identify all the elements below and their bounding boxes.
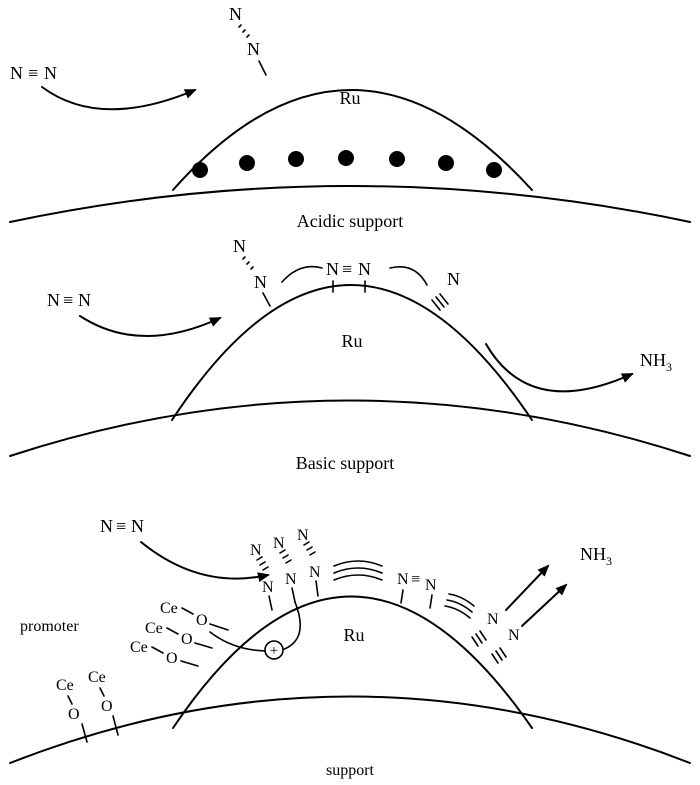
dopant-dot: [389, 151, 405, 167]
ce-atom: Ce: [145, 620, 163, 637]
triple-bond: ≡: [28, 63, 38, 83]
ru-n-bond: [291, 587, 296, 603]
ce-atom: Ce: [160, 600, 178, 617]
n-atom: N: [487, 611, 499, 628]
ceo-promoter-on-support: Ce Ce O O: [56, 669, 119, 743]
n-atom: N: [131, 516, 144, 536]
ru-n-bond: [429, 594, 433, 609]
triple-bond: [471, 630, 507, 664]
product-label: NH3: [640, 350, 672, 374]
support-label: support: [326, 762, 375, 779]
n-atom: N: [508, 627, 520, 644]
n-atom: N: [10, 63, 23, 83]
oxygen-atom: O: [181, 631, 193, 648]
triple-bond: [238, 24, 250, 38]
product-label: NH3: [580, 544, 612, 568]
oxygen-atom: O: [196, 612, 208, 629]
weakening-arcs: [333, 560, 383, 581]
n-atom: N: [425, 577, 437, 594]
dopant-dots: [192, 150, 502, 178]
n-atom: N: [309, 564, 321, 581]
panel-acidic: Ru Acidic support N ≡ N N N: [9, 4, 691, 231]
n-atom: N: [447, 269, 460, 289]
n-atom: N: [297, 527, 309, 544]
dopant-dot: [486, 162, 502, 178]
adsorption-arrow: [140, 541, 270, 583]
n-atom: N: [229, 4, 242, 24]
support-label: Acidic support: [297, 211, 403, 231]
n-atom: N: [78, 290, 91, 310]
n-atom: N: [254, 272, 267, 292]
dopant-dot: [338, 150, 354, 166]
n-atom: N: [358, 259, 371, 279]
n-atom: N: [397, 571, 409, 588]
n-atom: N: [262, 579, 274, 596]
positive-charge: [264, 640, 284, 660]
support-surface: [9, 399, 691, 457]
dopant-dot: [288, 151, 304, 167]
desorption-arrow: [505, 564, 550, 611]
charge-sign: +: [270, 643, 278, 659]
oxygen-atom: O: [101, 698, 113, 715]
n-atom: N: [233, 236, 246, 256]
support-surface: [9, 695, 691, 764]
adsorption-arrow: [79, 315, 222, 337]
transition-arc: [389, 266, 428, 286]
ru-n-bond: [262, 292, 271, 307]
panel-promoted: Ru support promoter N ≡ N N N N N N N: [9, 516, 691, 779]
n-atom: N: [44, 63, 57, 83]
n-atom: N: [250, 542, 262, 559]
panel-basic: Ru Basic support N ≡ N N N N ≡ N N: [9, 236, 691, 473]
triple-bond: [256, 541, 316, 571]
oxygen-atom: O: [68, 706, 80, 723]
metal-label: Ru: [339, 88, 360, 108]
electron-donation-path: [209, 601, 302, 652]
n-atom: N: [285, 571, 297, 588]
triple-bond: ≡: [411, 571, 420, 588]
oxygen-atom: O: [166, 650, 178, 667]
metal-label: Ru: [343, 625, 364, 645]
support-surface: [9, 185, 691, 223]
triple-bond: [242, 256, 254, 270]
metal-label: Ru: [341, 331, 362, 351]
ce-atom: Ce: [130, 639, 148, 656]
triple-bond: [431, 293, 449, 311]
dopant-dot: [239, 155, 255, 171]
ru-particle: [172, 595, 533, 729]
n-atom: N: [273, 535, 285, 552]
promoter-label: promoter: [20, 618, 79, 635]
ce-atom: Ce: [56, 677, 74, 694]
ru-n-bond: [268, 595, 273, 611]
dopant-dot: [438, 155, 454, 171]
weakening-arcs: [444, 593, 475, 619]
desorption-arrow: [521, 583, 568, 627]
n-atom: N: [47, 290, 60, 310]
ru-n-bond: [258, 60, 267, 76]
triple-bond: ≡: [63, 290, 73, 310]
dopant-dot: [192, 162, 208, 178]
triple-bond: ≡: [342, 259, 352, 279]
transition-arc: [281, 265, 323, 283]
triple-bond: ≡: [116, 516, 126, 536]
ru-particle: [171, 284, 533, 421]
ce-atom: Ce: [88, 669, 106, 686]
support-label: Basic support: [296, 453, 395, 473]
ru-n-bond: [315, 580, 319, 597]
n-atom: N: [247, 39, 260, 59]
desorption-arrow: [485, 343, 634, 393]
ru-particle: [172, 89, 533, 191]
ru-n-bond: [400, 589, 404, 604]
ceo-promoter-on-ru: Ce Ce Ce O O O: [130, 600, 229, 667]
n-atom: N: [100, 516, 113, 536]
n-atom: N: [326, 259, 339, 279]
adsorption-arrow: [41, 86, 197, 111]
